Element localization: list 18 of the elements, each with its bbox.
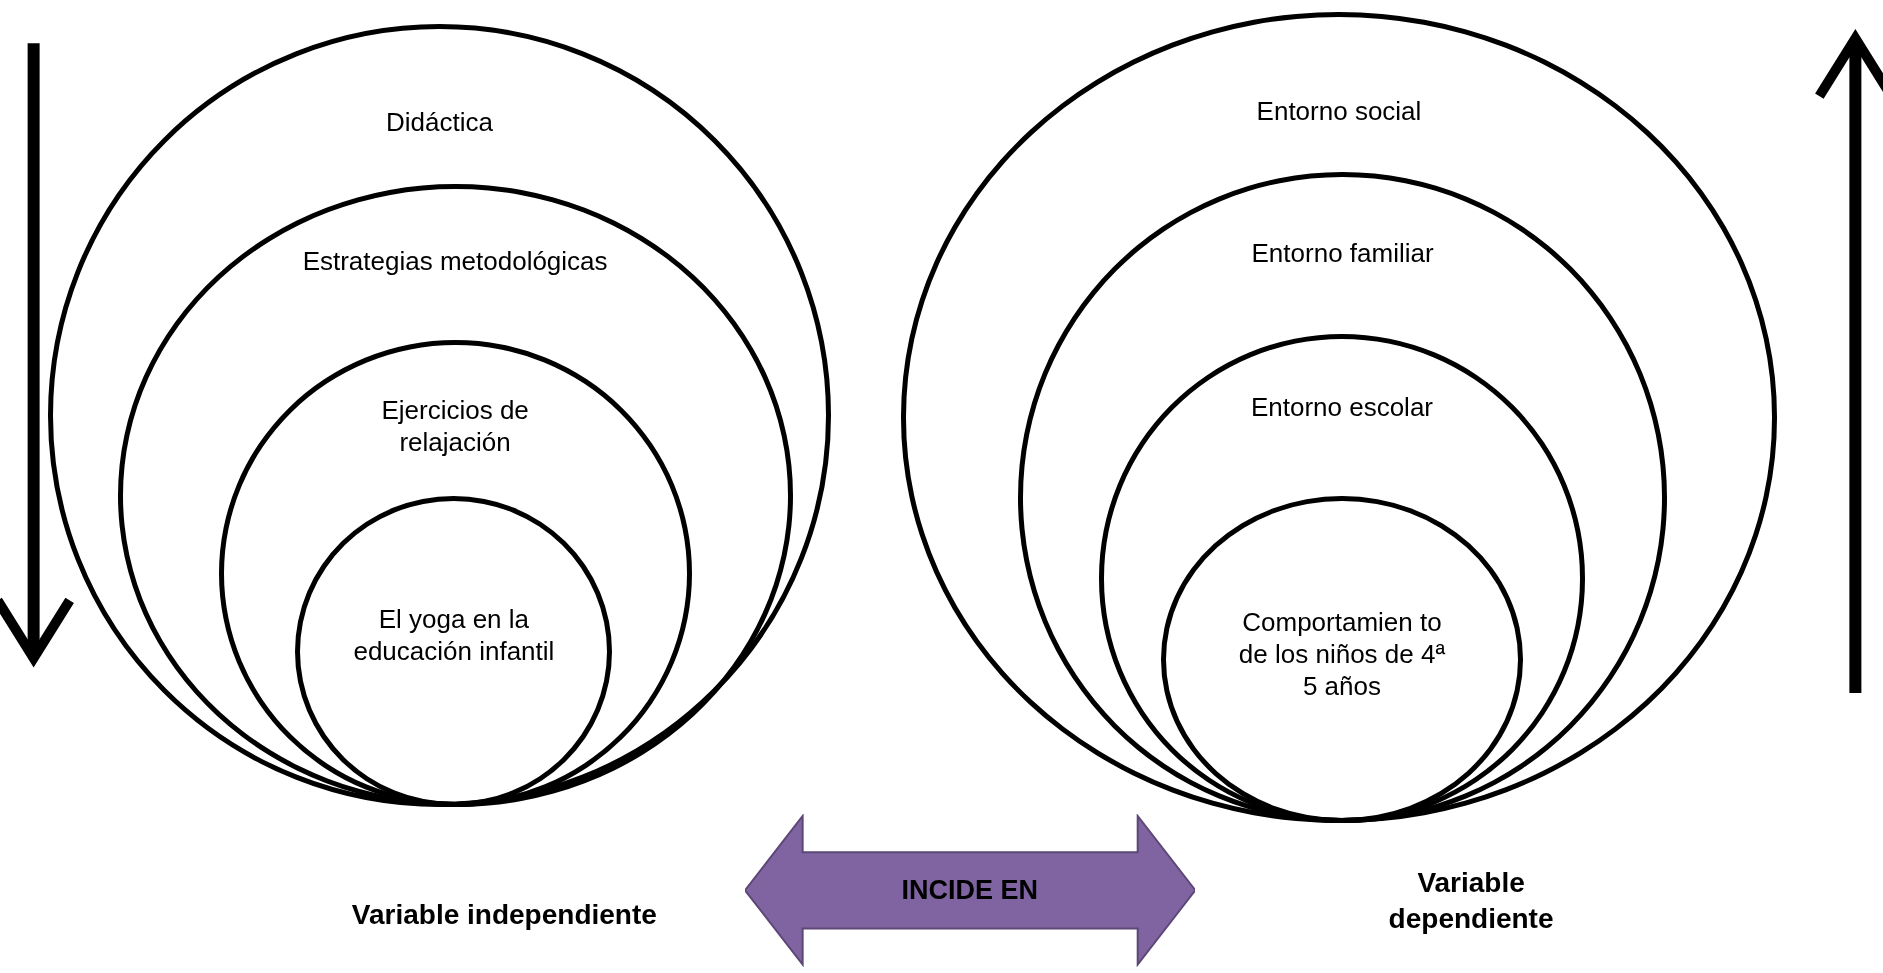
circle-label: Estrategias metodológicas [301,244,609,277]
circle-label: El yoga en la educación infantil [352,602,556,667]
nested-circle [117,183,793,807]
variable-label: Variable dependiente [1387,865,1555,936]
nested-circle [1018,171,1667,823]
circle-label: Entorno escolar [1249,391,1434,424]
circle-label: Entorno familiar [1250,236,1435,269]
nested-circle [218,339,692,807]
circle-label: Ejercicios de relajación [380,393,530,458]
arrow-label: INCIDE EN [900,874,1039,908]
circle-label: Comportamien to de los niños de 4ª 5 años [1237,606,1447,703]
nested-circle [1098,333,1586,823]
variable-label: Variable independiente [350,898,658,933]
double-arrow-shape [744,814,1195,967]
nested-circle [900,12,1778,823]
circle-label: Didáctica [385,105,494,138]
nested-circle [48,24,831,807]
circle-label: Entorno social [1255,94,1423,127]
